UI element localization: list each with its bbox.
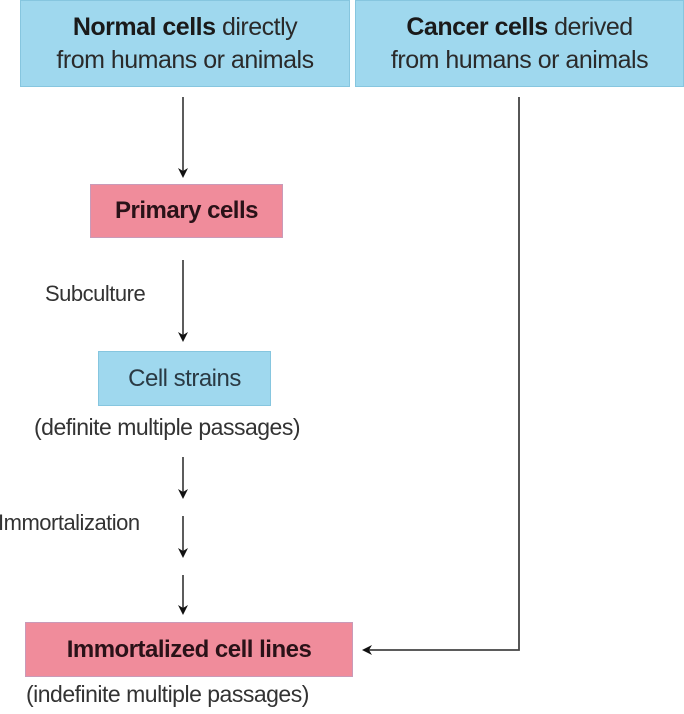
cancer-cells-rest: derived <box>547 12 633 41</box>
normal-cells-line2: from humans or animals <box>56 45 314 74</box>
normal-cells-line1: Normal cells directly <box>72 11 298 44</box>
immortalized-cell-lines-box: Immortalized cell lines <box>25 622 353 677</box>
normal-cells-bold: Normal cells <box>72 12 216 41</box>
cell-strains-box: Cell strains <box>98 351 271 406</box>
immortalization-label: Immortalization <box>0 510 140 535</box>
immortalized-cell-lines-label: Immortalized cell lines <box>66 635 312 663</box>
cancer-cells-box: Cancer cells derived from humans or anim… <box>355 0 684 87</box>
immortalized-cell-lines-note: (indefinite multiple passages) <box>26 681 309 707</box>
cancer-cells-line2: from humans or animals <box>390 45 649 74</box>
cell-strains-note: (definite multiple passages) <box>34 414 300 440</box>
primary-cells-box: Primary cells <box>90 184 283 238</box>
normal-cells-box: Normal cells directly from humans or ani… <box>20 0 350 87</box>
subculture-label: Subculture <box>45 281 146 306</box>
cancer-cells-line1: Cancer cells derived <box>406 11 633 44</box>
cancer-cells-bold: Cancer cells <box>406 12 548 41</box>
arrow-cancer-to-immortalized <box>362 97 520 655</box>
primary-cells-label: Primary cells <box>115 197 258 224</box>
normal-cells-rest: directly <box>215 12 298 41</box>
cell-strains-label: Cell strains <box>128 364 241 392</box>
